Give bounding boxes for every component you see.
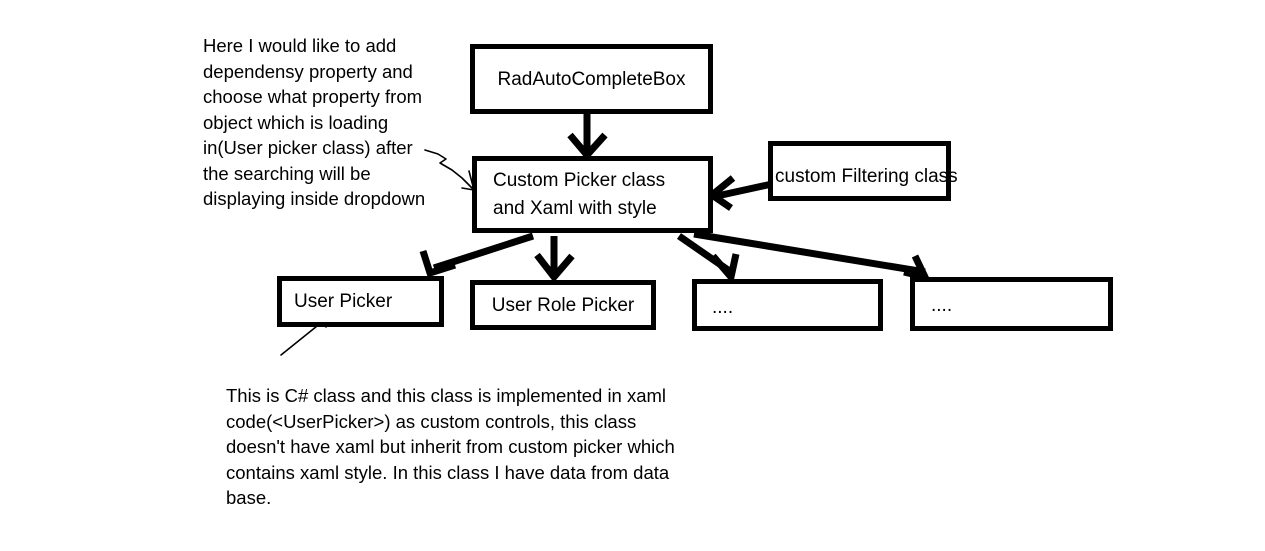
annotation-arrow-top-note <box>424 149 475 191</box>
node-label-user-picker: User Picker <box>294 291 393 312</box>
arrow-custompicker-to-dots2 <box>693 230 926 276</box>
arrowhead-userpicker <box>419 249 457 278</box>
annotation-note-top: Here I would like to add dependensy prop… <box>203 35 426 209</box>
arrowhead-userrolepicker <box>534 252 575 283</box>
arrow-filtering-to-custompicker <box>716 180 773 200</box>
node-user-picker[interactable]: User Picker <box>277 276 444 327</box>
node-label-custom-picker-class: Custom Picker class and Xaml with style <box>493 169 666 219</box>
node-rad-auto-complete-box[interactable]: RadAutoCompleteBox <box>470 44 713 114</box>
arrow-custompicker-to-userpicker <box>432 232 535 272</box>
node-custom-filtering-class[interactable]: custom Filtering class <box>768 141 958 201</box>
node-user-role-picker[interactable]: User Role Picker <box>470 280 656 330</box>
node-label-placeholder-2: .... <box>931 295 953 316</box>
arrowhead-dots1 <box>710 253 740 285</box>
arrowhead-rad-to-custompicker <box>567 132 608 161</box>
annotation-note-bottom: This is C# class and this class is imple… <box>226 385 675 508</box>
node-placeholder-1[interactable]: .... <box>692 279 883 331</box>
node-label-custom-filtering-class: custom Filtering class <box>775 166 958 187</box>
node-custom-picker-class[interactable]: Custom Picker class and Xaml with style <box>472 156 713 233</box>
node-label-rad-auto-complete-box: RadAutoCompleteBox <box>497 68 686 90</box>
node-label-user-role-picker: User Role Picker <box>491 294 635 316</box>
node-label-placeholder-1: .... <box>712 297 734 318</box>
node-placeholder-2[interactable]: .... <box>910 277 1113 331</box>
